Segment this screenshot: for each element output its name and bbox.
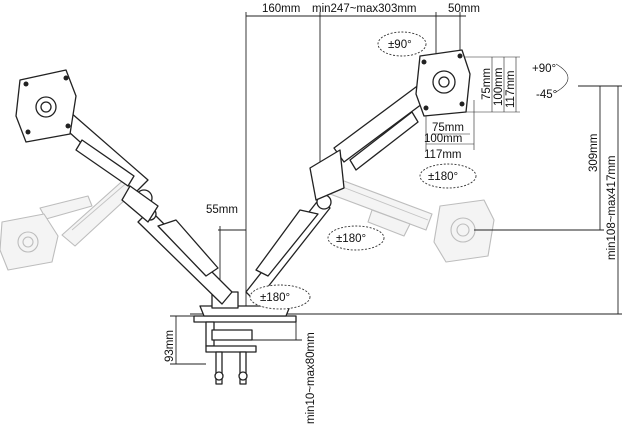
vesa-rotate-ellipse [377,31,427,57]
dim-vesa-75: 75mm [481,68,493,100]
left-monitor-plate [15,69,77,143]
rot-base-label: ±180° [260,292,290,304]
dim-vesa-bottom-117: 117mm [424,149,462,161]
dim-gap-55: 55mm [206,204,238,216]
dim-vesa-bottom-75: 75mm [432,122,464,134]
ghost-left-arm [39,175,141,247]
dim-top-reach: min247~max303mm [312,3,417,15]
desk-clamp [193,315,297,385]
dim-clamp-height: 93mm [164,330,176,362]
dim-top-right: 50mm [448,3,480,15]
dim-vesa-bottom-100: 100mm [424,133,462,145]
rot-arm-label: ±180° [336,233,366,245]
dim-tilt-up: +90° [532,63,556,75]
ghost-right-monitor-plate [433,199,495,263]
left-arm [59,111,233,305]
arm-swivel-ellipse [327,225,385,251]
right-monitor-plate [415,49,471,117]
dim-top-arm-offset: 160mm [262,3,300,15]
rot-head-label: ±180° [428,171,458,183]
tilt-arc [555,63,569,93]
base-swivel-ellipse [249,284,311,310]
dim-height-309: 309mm [588,134,600,172]
dim-tilt-down: -45° [536,89,557,101]
head-swivel-ellipse [419,163,477,189]
dim-vesa-100: 100mm [493,68,505,106]
dim-vesa-117: 117mm [505,71,517,109]
right-arm [245,83,431,303]
dim-desk-range: min10~max80mm [305,332,317,424]
dim-height-range: min108~max417mm [606,155,618,260]
rot-vesa-label: ±90° [388,39,412,51]
ghost-left-monitor-plate [0,213,59,271]
